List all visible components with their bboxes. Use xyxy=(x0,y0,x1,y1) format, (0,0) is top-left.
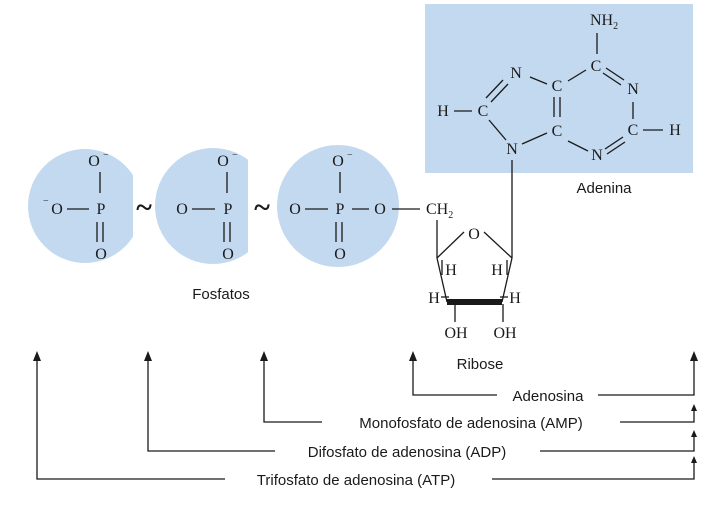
atom-c: C xyxy=(591,58,602,75)
phosphate-circle-2 xyxy=(155,148,248,264)
atom-o: O xyxy=(332,153,344,170)
charge: − xyxy=(43,196,49,207)
methylene-ch2: CH2 xyxy=(426,201,453,221)
atom-n: N xyxy=(506,141,518,158)
atom-p: P xyxy=(336,201,345,218)
atom-n: N xyxy=(510,65,522,82)
atom-o: O xyxy=(222,246,234,263)
atom-p: P xyxy=(97,201,106,218)
adenine-ring: NH2 C C N C H N C N C H N xyxy=(437,12,681,164)
bracket-adenosine: Adenosina xyxy=(412,358,695,405)
high-energy-bond-1: ~ xyxy=(136,191,152,224)
bracket-arrowheads xyxy=(33,351,698,463)
atom-o: O xyxy=(176,201,188,218)
phosphate-circle-1 xyxy=(28,149,133,263)
charge: − xyxy=(232,150,238,161)
charge: − xyxy=(347,150,353,161)
phosphate-group-3: O − O P O O xyxy=(289,150,386,263)
ribose-label: Ribose xyxy=(457,356,504,373)
bracket-label-atp: Trifosfato de adenosina (ATP) xyxy=(257,472,455,489)
bracket-adp: Difosfato de adenosina (ADP) xyxy=(147,358,695,461)
atom-n: N xyxy=(627,81,639,98)
amino-nh2: NH2 xyxy=(590,12,618,32)
adenine-label: Adenina xyxy=(576,180,632,197)
bracket-atp: Trifosfato de adenosina (ATP) xyxy=(36,358,695,489)
atom-c: C xyxy=(552,78,563,95)
atom-h: H xyxy=(509,290,521,307)
atom-h: H xyxy=(428,290,440,307)
atom-o: O xyxy=(374,201,386,218)
atom-o: O xyxy=(88,153,100,170)
bracket-amp: Monofosfato de adenosina (AMP) xyxy=(263,358,695,432)
phosphate-circle-3 xyxy=(277,145,399,267)
atom-o: O xyxy=(334,246,346,263)
bracket-label-amp: Monofosfato de adenosina (AMP) xyxy=(359,415,582,432)
adenine-box xyxy=(425,4,693,173)
atom-o: O xyxy=(289,201,301,218)
phosphate-group-2: O − O P O xyxy=(176,150,238,263)
bracket-label-adp: Difosfato de adenosina (ADP) xyxy=(308,444,506,461)
atom-p: P xyxy=(224,201,233,218)
high-energy-bond-2: ~ xyxy=(254,191,270,224)
phosphate-group-1: O − − O P O xyxy=(43,150,109,263)
atom-c: C xyxy=(628,122,639,139)
atom-n: N xyxy=(591,147,603,164)
atom-o: O xyxy=(468,226,480,243)
atom-o: O xyxy=(95,246,107,263)
atom-h: H xyxy=(437,103,449,120)
atom-c: C xyxy=(478,103,489,120)
atom-h: H xyxy=(491,262,503,279)
hydroxyl-right: OH xyxy=(493,325,517,342)
atom-h: H xyxy=(669,122,681,139)
bracket-label-adenosine: Adenosina xyxy=(513,388,585,405)
charge: − xyxy=(103,150,109,161)
atom-c: C xyxy=(552,123,563,140)
atom-o: O xyxy=(51,201,63,218)
atom-h: H xyxy=(445,262,457,279)
hydroxyl-left: OH xyxy=(444,325,468,342)
phosphates-label: Fosfatos xyxy=(192,286,250,303)
atom-o: O xyxy=(217,153,229,170)
ribose-ring: O H H H H OH OH xyxy=(428,220,521,342)
